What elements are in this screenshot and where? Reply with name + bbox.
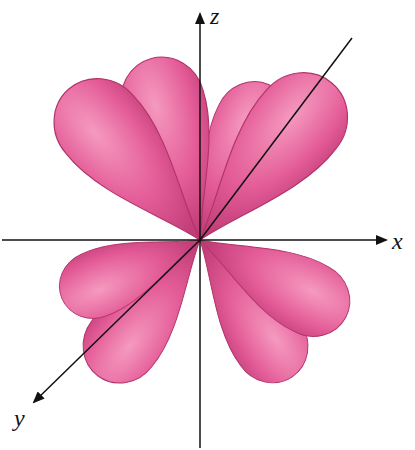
axis-label: z [210, 4, 219, 28]
orbital-lobe [165, 54, 367, 270]
orbital-lobes [35, 48, 367, 399]
z-axis [199, 14, 201, 448]
orbital-lobe [49, 209, 213, 329]
y-axis [34, 240, 200, 402]
axis-label: y [14, 406, 25, 430]
x-axis [2, 239, 386, 241]
orbital-lobe [183, 208, 363, 350]
axis-line [200, 38, 352, 240]
axis-label: x [392, 229, 403, 253]
